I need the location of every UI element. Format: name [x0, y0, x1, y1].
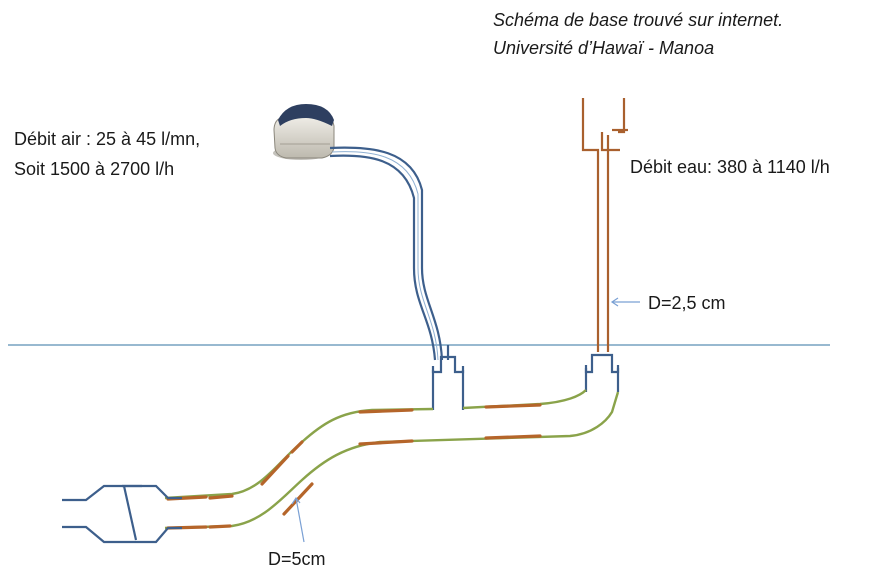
credit-line-2: Université d’Hawaï - Manoa: [493, 38, 715, 58]
water-flow-label: Débit eau: 380 à 1140 l/h: [630, 157, 830, 177]
air-line-pipes: [329, 146, 444, 361]
copper-joints: [166, 403, 542, 530]
air-pump-icon: [273, 104, 335, 160]
inlet-venturi: [62, 484, 182, 544]
air-flow-line-1: Débit air : 25 à 45 l/mn,: [14, 129, 201, 149]
pipe-diameter-label: D=5cm: [268, 549, 326, 569]
water-riser-pipe: [581, 98, 628, 352]
riser-diameter-label: D=2,5 cm: [648, 293, 726, 313]
credit-line-1: Schéma de base trouvé sur internet.: [493, 10, 784, 30]
air-flow-line-2: Soit 1500 à 2700 l/h: [14, 159, 175, 179]
pipe-diameter-arrow: [291, 496, 305, 543]
riser-diameter-arrow: [610, 297, 640, 307]
riser-fitting: [584, 353, 620, 392]
air-injector-fitting: [431, 345, 465, 410]
